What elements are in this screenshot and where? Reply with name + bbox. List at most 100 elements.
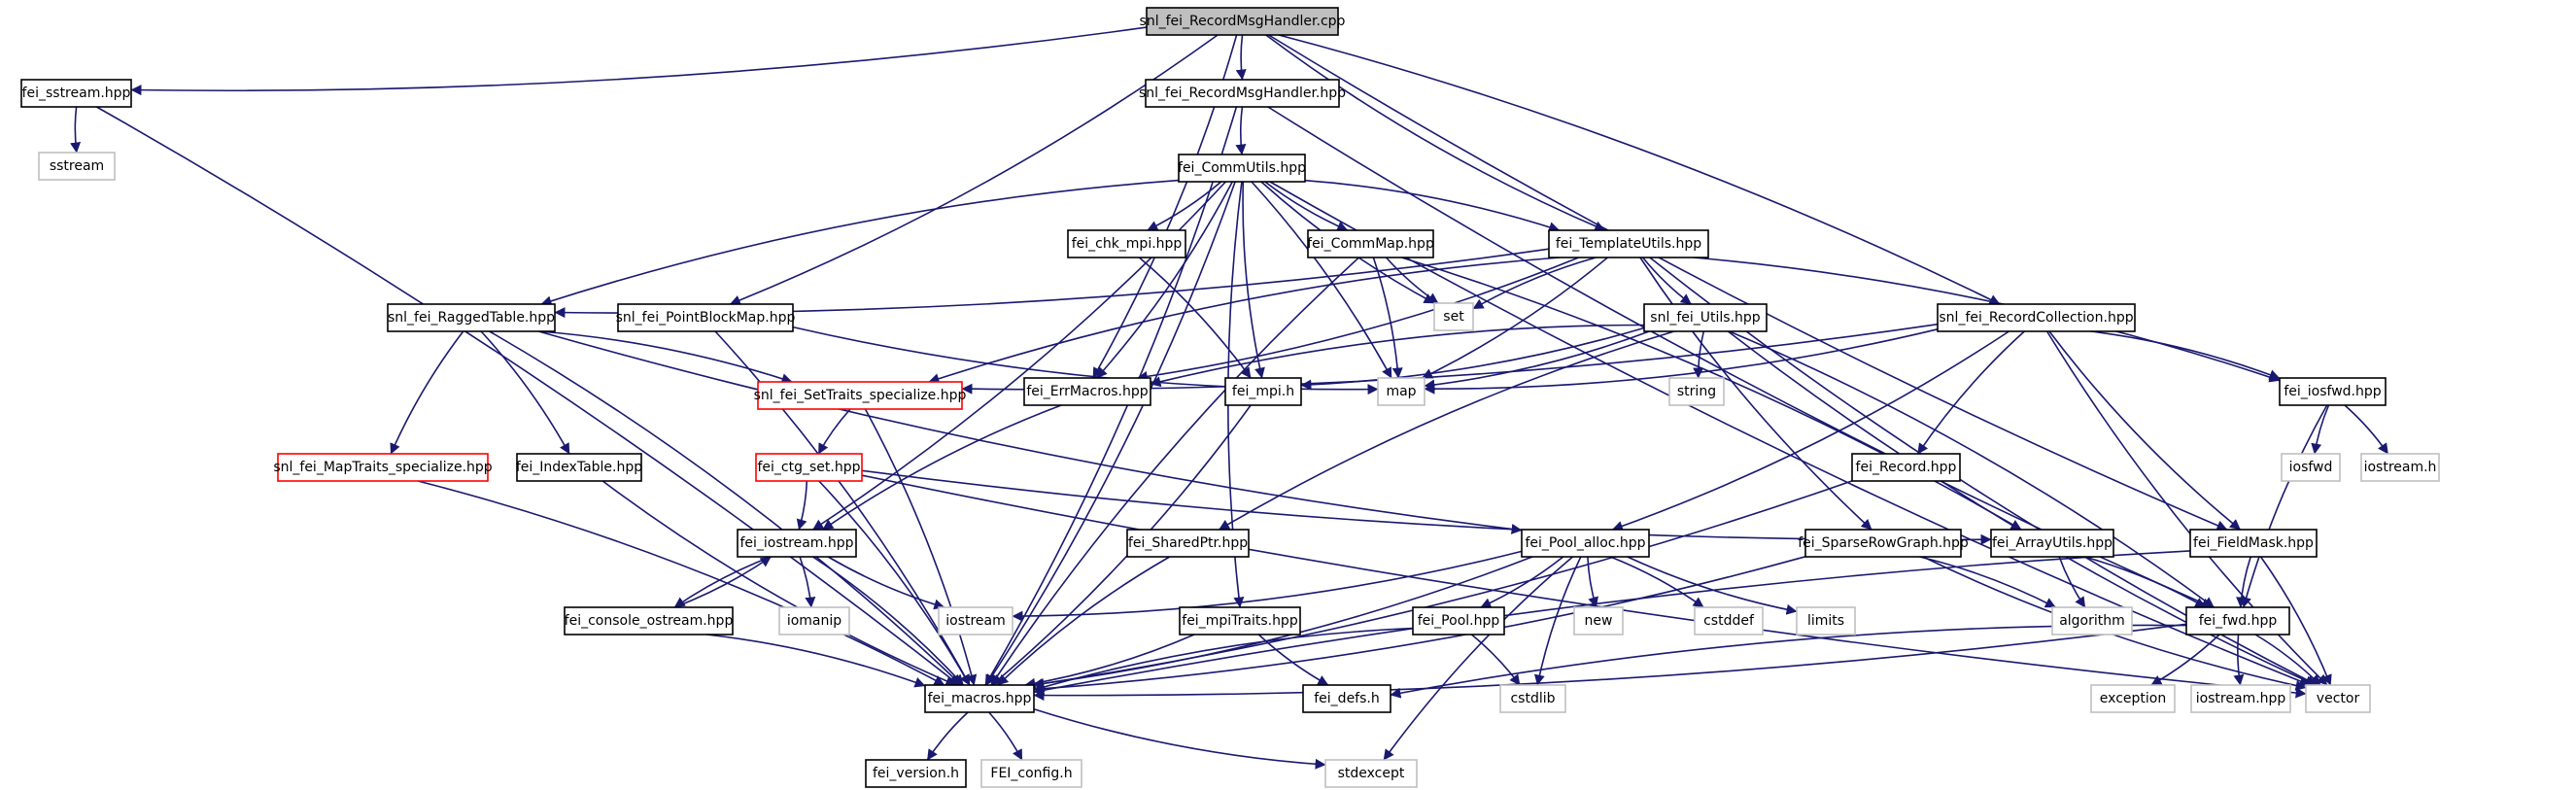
node-box [924,684,1035,713]
node-fei-sharedptr-hpp[interactable]: fei_SharedPtr.hpp [1126,529,1250,558]
node-label: fei_chk_mpi.hpp [1072,236,1183,252]
node-box [1499,684,1566,713]
node-fei-arrayutils-hpp[interactable]: fei_ArrayUtils.hpp [1990,529,2114,558]
node-fei-fwd-hpp[interactable]: fei_fwd.hpp [2185,606,2290,635]
edge-fei-pool-alloc-hpp-to-new [1587,556,1598,608]
node-fei-pool-alloc-hpp[interactable]: fei_Pool_alloc.hpp [1521,529,1650,558]
edge-fei-commutils-hpp-to-fei-mpi-h [1242,181,1265,379]
node-fei-fieldmask-hpp[interactable]: fei_FieldMask.hpp [2189,529,2318,558]
node-label: fei_SparseRowGraph.hpp [1798,535,1969,551]
node-label: iostream [945,613,1006,629]
node-fei-version-h[interactable]: fei_version.h [865,759,967,788]
edge-fei-templateutils-hpp-to-map [1422,257,1608,379]
edge-fei-pool-alloc-hpp-to-iostream [1012,550,1523,622]
node-box [2305,684,2371,713]
edge-snl-fei-recordmsghandler-hpp-to-fei-commutils-hpp [1235,106,1247,155]
node-snl-fei-raggedtable-hpp[interactable]: snl_fei_RaggedTable.hpp [387,303,556,332]
edge-fei-fwd-hpp-to-fei-macros-hpp [1033,623,2187,702]
node-snl-fei-utils-hpp[interactable]: snl_fei_Utils.hpp [1643,303,1768,332]
node-box [20,79,132,108]
node-label: snl_fei_Utils.hpp [1650,310,1761,326]
edge-fei-fieldmask-hpp-to-fei-macros-hpp [1033,550,2191,696]
edge-snl-fei-recordmsghandler-cpp-to-snl-fei-recordmsghandler-hpp [1235,34,1247,81]
node-fei-errmacros-hpp[interactable]: fei_ErrMacros.hpp [1023,377,1151,406]
edge-snl-fei-maptraits-specialize-hpp-to-fei-macros-hpp [417,480,945,686]
node-fei-console-ostream-hpp[interactable]: fei_console_ostream.hpp [564,606,734,635]
node-fei-chk-mpi-hpp[interactable]: fei_chk_mpi.hpp [1067,229,1186,258]
node-label: exception [2100,691,2166,706]
node-box [1937,303,2136,332]
node-fei-record-hpp[interactable]: fei_Record.hpp [1851,453,1961,482]
node-label: fei_version.h [873,766,959,781]
node-fei-commmap-hpp[interactable]: fei_CommMap.hpp [1307,229,1434,258]
edge-fei-arrayutils-hpp-to-fei-fwd-hpp [2084,556,2207,608]
node-box [38,152,116,181]
node-box [865,759,967,788]
edge-fei-indextable-hpp-to-fei-macros-hpp [601,480,957,686]
node-box [1548,229,1709,258]
node-fei-defs-h[interactable]: fei_defs.h [1302,684,1391,713]
node-snl-fei-recordmsghandler-cpp[interactable]: snl_fei_RecordMsgHandler.cpp [1140,7,1346,36]
node-label: FEI_config.h [990,766,1072,781]
node-label: fei_FieldMask.hpp [2193,535,2314,551]
node-fei-iostream-hpp[interactable]: fei_iostream.hpp [737,529,857,558]
node-fei-macros-hpp[interactable]: fei_macros.hpp [924,684,1035,713]
edge-fei-sparserowgraph-hpp-to-algorithm [1919,556,2056,608]
edge-snl-fei-recordcollection-hpp-to-map [1424,328,1939,395]
edge-fei-fwd-hpp-to-iostream-hpp [2233,634,2245,686]
node-label: fei_Pool.hpp [1418,613,1500,629]
node-fei-ctg-set-hpp[interactable]: fei_ctg_set.hpp [755,453,863,482]
edge-fei-iostream-hpp-to-fei-macros-hpp [812,556,965,686]
node-snl-fei-recordmsghandler-hpp[interactable]: snl_fei_RecordMsgHandler.hpp [1139,79,1346,108]
node-label: limits [1807,613,1844,629]
node-label: fei_ErrMacros.hpp [1026,384,1148,399]
node-fei-iosfwd-hpp[interactable]: fei_iosfwd.hpp [2279,377,2387,406]
node-box [755,453,863,482]
node-fei-indextable-hpp[interactable]: fei_IndexTable.hpp [516,453,642,482]
edge-fei-templateutils-hpp-to-snl-fei-utils-hpp [1641,257,1692,305]
node-fei-templateutils-hpp[interactable]: fei_TemplateUtils.hpp [1548,229,1709,258]
node-fei-mpi-h[interactable]: fei_mpi.h [1224,377,1302,406]
node-box [1573,606,1624,635]
edge-fei-commutils-hpp-to-snl-fei-raggedtable-hpp [540,179,1180,307]
node-snl-fei-maptraits-specialize-hpp[interactable]: snl_fei_MapTraits_specialize.hpp [273,453,493,482]
node-snl-fei-recordcollection-hpp[interactable]: snl_fei_RecordCollection.hpp [1937,303,2136,332]
edge-fei-iosfwd-hpp-to-fei-fwd-hpp [2241,404,2328,608]
node-label: cstddef [1703,613,1755,629]
node-fei-sparserowgraph-hpp[interactable]: fei_SparseRowGraph.hpp [1798,529,1969,558]
node-snl-fei-settraits-specialize-hpp[interactable]: snl_fei_SetTraits_specialize.hpp [754,381,967,410]
node-box [778,606,850,635]
edge-fei-ctg-set-hpp-to-fei-iostream-hpp [796,480,808,531]
edge-snl-fei-recordmsghandler-cpp-to-fei-templateutils-hpp [1265,34,1606,231]
node-box [1145,79,1340,108]
node-label: cstdlib [1510,691,1555,706]
edge-snl-fei-utils-hpp-to-fei-errmacros-hpp [1150,324,1645,388]
node-label: snl_fei_RecordMsgHandler.cpp [1140,14,1346,29]
node-box [1851,453,1961,482]
node-snl-fei-pointblockmap-hpp[interactable]: snl_fei_PointBlockMap.hpp [616,303,796,332]
node-limits: limits [1796,606,1856,635]
edge-fei-sstream-hpp-to-fei-macros-hpp [96,106,960,686]
node-iosfwd: iosfwd [2281,453,2341,482]
node-label: snl_fei_MapTraits_specialize.hpp [273,460,492,475]
node-box [1023,377,1151,406]
node-label: new [1585,613,1613,629]
edge-fei-fieldmask-hpp-to-fei-fwd-hpp [2236,556,2251,608]
node-box [2279,377,2387,406]
edge-fei-commutils-hpp-to-fei-errmacros-hpp [1096,181,1234,379]
node-set: set [1433,302,1474,331]
node-fei-commutils-hpp[interactable]: fei_CommUtils.hpp [1178,154,1306,183]
edge-fei-macros-hpp-to-stdexcept [1033,707,1326,770]
edge-snl-fei-raggedtable-hpp-to-fei-macros-hpp [489,330,962,686]
edge-fei-sharedptr-hpp-to-fei-macros-hpp [997,556,1171,686]
node-box [1433,302,1474,331]
node-label: snl_fei_RecordCollection.hpp [1939,310,2133,326]
node-box [1643,303,1768,332]
node-new: new [1573,606,1624,635]
node-fei-mpitraits-hpp[interactable]: fei_mpiTraits.hpp [1179,606,1301,635]
node-box [1694,606,1764,635]
edge-snl-fei-recordmsghandler-cpp-to-snl-fei-recordcollection-hpp [1278,34,2001,305]
node-fei-pool-hpp[interactable]: fei_Pool.hpp [1412,606,1505,635]
node-fei-sstream-hpp[interactable]: fei_sstream.hpp [20,79,132,108]
node-label: fei_defs.h [1314,691,1379,706]
